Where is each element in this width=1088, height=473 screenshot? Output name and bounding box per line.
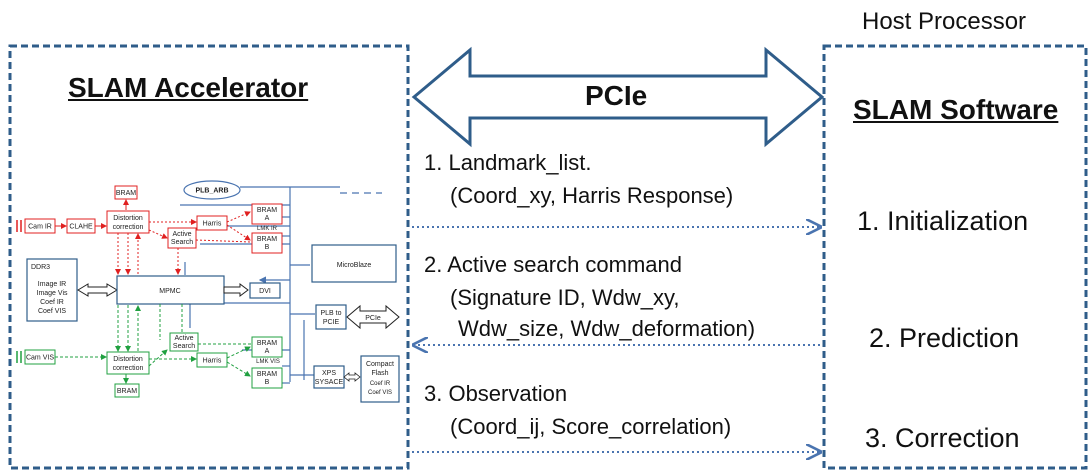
distortion-bot-label-2: correction — [113, 365, 144, 372]
msg-landmark-line-1: 1. Landmark_list. — [424, 150, 592, 175]
bram-a-bot-label-2: A — [265, 348, 270, 355]
mpmc-label: MPMC — [159, 288, 180, 295]
ddr3-label: DDR3 — [31, 264, 50, 271]
plb-to-pcie-label-1: PLB to — [320, 310, 341, 317]
pcie-double-arrow — [411, 46, 825, 148]
cf-line-2: Flash — [371, 370, 388, 377]
bram-top-label: BRAM — [116, 190, 136, 197]
lmk-vis-label: LMK VIS — [256, 359, 280, 365]
bram-a-top-label-1: BRAM — [257, 207, 277, 214]
msg-landmark-line-2: (Coord_xy, Harris Response) — [450, 183, 734, 208]
software-step-prediction: 2. Prediction — [869, 323, 1020, 353]
distortion-top-label-1: Distortion — [113, 215, 143, 222]
distortion-top-label-2: correction — [113, 224, 144, 231]
bram-bottom-label: BRAM — [117, 388, 137, 395]
ddr3-line-1: Image IR — [38, 281, 66, 288]
bram-a-top-label-2: A — [265, 215, 270, 222]
block-diagram: PLB_ARB BRAM Cam IR CLAHE Distortion cor… — [16, 180, 400, 403]
xps-label-1: XPS — [322, 370, 336, 377]
active-top-label-1: Active — [172, 231, 191, 238]
msg-active-line-2: (Signature ID, Wdw_xy, — [450, 285, 680, 310]
msg-observation-line-1: 3. Observation — [424, 381, 568, 406]
distortion-bot-label-1: Distortion — [113, 356, 143, 363]
msg-active-line-3: Wdw_size, Wdw_deformation) — [458, 316, 756, 341]
ddr3-line-3: Coef IR — [40, 299, 64, 306]
harris-bot-label: Harris — [203, 358, 222, 365]
dvi-label: DVI — [259, 288, 271, 295]
pcie-small-label: PCIe — [365, 315, 381, 322]
plb-arb-label: PLB_ARB — [195, 188, 228, 195]
ddr3-line-2: Image Vis — [37, 290, 68, 297]
lmk-ir-label: LMK IR — [257, 226, 278, 232]
slam-software-title: SLAM Software — [853, 94, 1059, 125]
ddr3-line-4: Coef VIS — [38, 308, 66, 315]
bram-b-top-label-1: BRAM — [257, 236, 277, 243]
plb-to-pcie-label-2: PCIE — [323, 319, 340, 326]
software-step-correction: 3. Correction — [865, 423, 1020, 453]
bram-a-bot-label-1: BRAM — [257, 340, 277, 347]
cam-vis-label: Cam VIS — [26, 355, 54, 362]
active-top-label-2: Search — [171, 239, 193, 246]
host-processor-title: Host Processor — [862, 8, 1027, 35]
msg-observation-line-2: (Coord_ij, Score_correlation) — [450, 414, 732, 439]
harris-top-label: Harris — [203, 221, 222, 228]
accelerator-border — [8, 44, 410, 470]
active-bot-label-2: Search — [173, 343, 195, 350]
xps-label-2: SYSACE — [315, 379, 344, 386]
cf-line-3: Coef IR — [370, 381, 391, 387]
bram-b-bot-label-2: B — [265, 379, 270, 386]
pcie-label: PCIe — [585, 80, 648, 111]
bram-b-top-label-2: B — [265, 244, 270, 251]
software-border — [822, 44, 1088, 470]
clahe-label: CLAHE — [69, 224, 93, 231]
software-step-initialization: 1. Initialization — [857, 206, 1029, 236]
msg-active-line-1: 2. Active search command — [424, 252, 683, 277]
cam-ir-label: Cam IR — [28, 224, 52, 231]
cf-line-1: Compact — [366, 361, 394, 368]
active-bot-label-1: Active — [174, 335, 193, 342]
slam-accelerator-title: SLAM Accelerator — [68, 72, 309, 103]
microblaze-label: MicroBlaze — [337, 262, 372, 269]
bram-b-bot-label-1: BRAM — [257, 371, 277, 378]
cf-line-4: Coef VIS — [368, 390, 392, 396]
